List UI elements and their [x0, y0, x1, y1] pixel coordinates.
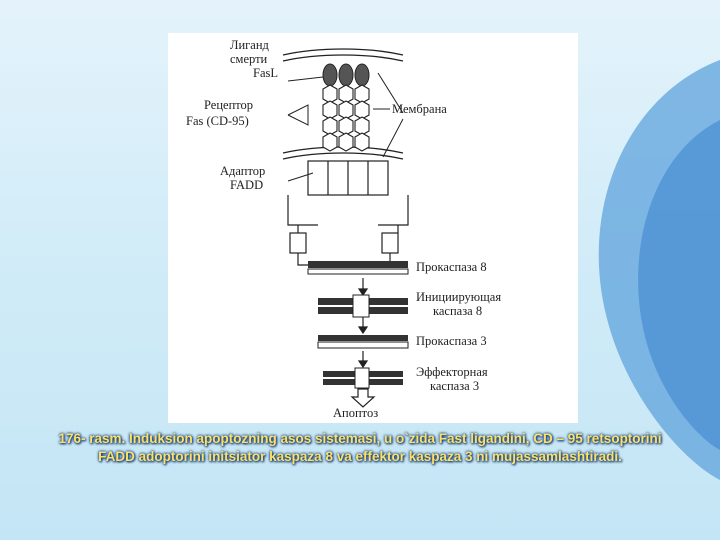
- effector-label-2: каспаза 3: [430, 379, 479, 393]
- procaspase8-label: Прокаспаза 8: [416, 260, 487, 274]
- ligand-label-1: Лиганд: [230, 38, 270, 52]
- adaptor-label-1: Адаптор: [220, 164, 265, 178]
- apoptosis-arrow: [350, 388, 376, 408]
- effector-caspase3-bar: [323, 367, 403, 389]
- fasl-ligand: [322, 63, 370, 87]
- apoptosis-diagram: Лиганд смерти FasL Рецептор Fas (CD-95) …: [168, 33, 578, 423]
- apoptosis-label: Апоптоз: [333, 406, 378, 420]
- procaspase3-label: Прокаспаза 3: [416, 334, 487, 348]
- ligand-label-3: FasL: [253, 66, 278, 80]
- figure-caption: 176- rasm. Induksion apoptozning asos si…: [58, 431, 662, 464]
- receptor-label-2: Fas (CD-95): [186, 114, 249, 128]
- procaspase8-bar: [307, 261, 409, 275]
- effector-label-1: Эффекторная: [416, 365, 488, 379]
- fas-receptor: [322, 84, 370, 152]
- fadd-adaptor: [287, 160, 409, 266]
- initiator-label-1: Инициирующая: [416, 290, 501, 304]
- initiator-caspase8-bar: [318, 294, 408, 318]
- receptor-label-1: Рецептор: [204, 98, 253, 112]
- procaspase3-bar: [317, 335, 409, 349]
- membrane-label: Мембрана: [392, 102, 447, 116]
- adaptor-label-2: FADD: [230, 178, 263, 192]
- initiator-label-2: каспаза 8: [433, 304, 482, 318]
- ligand-label-2: смерти: [230, 52, 268, 66]
